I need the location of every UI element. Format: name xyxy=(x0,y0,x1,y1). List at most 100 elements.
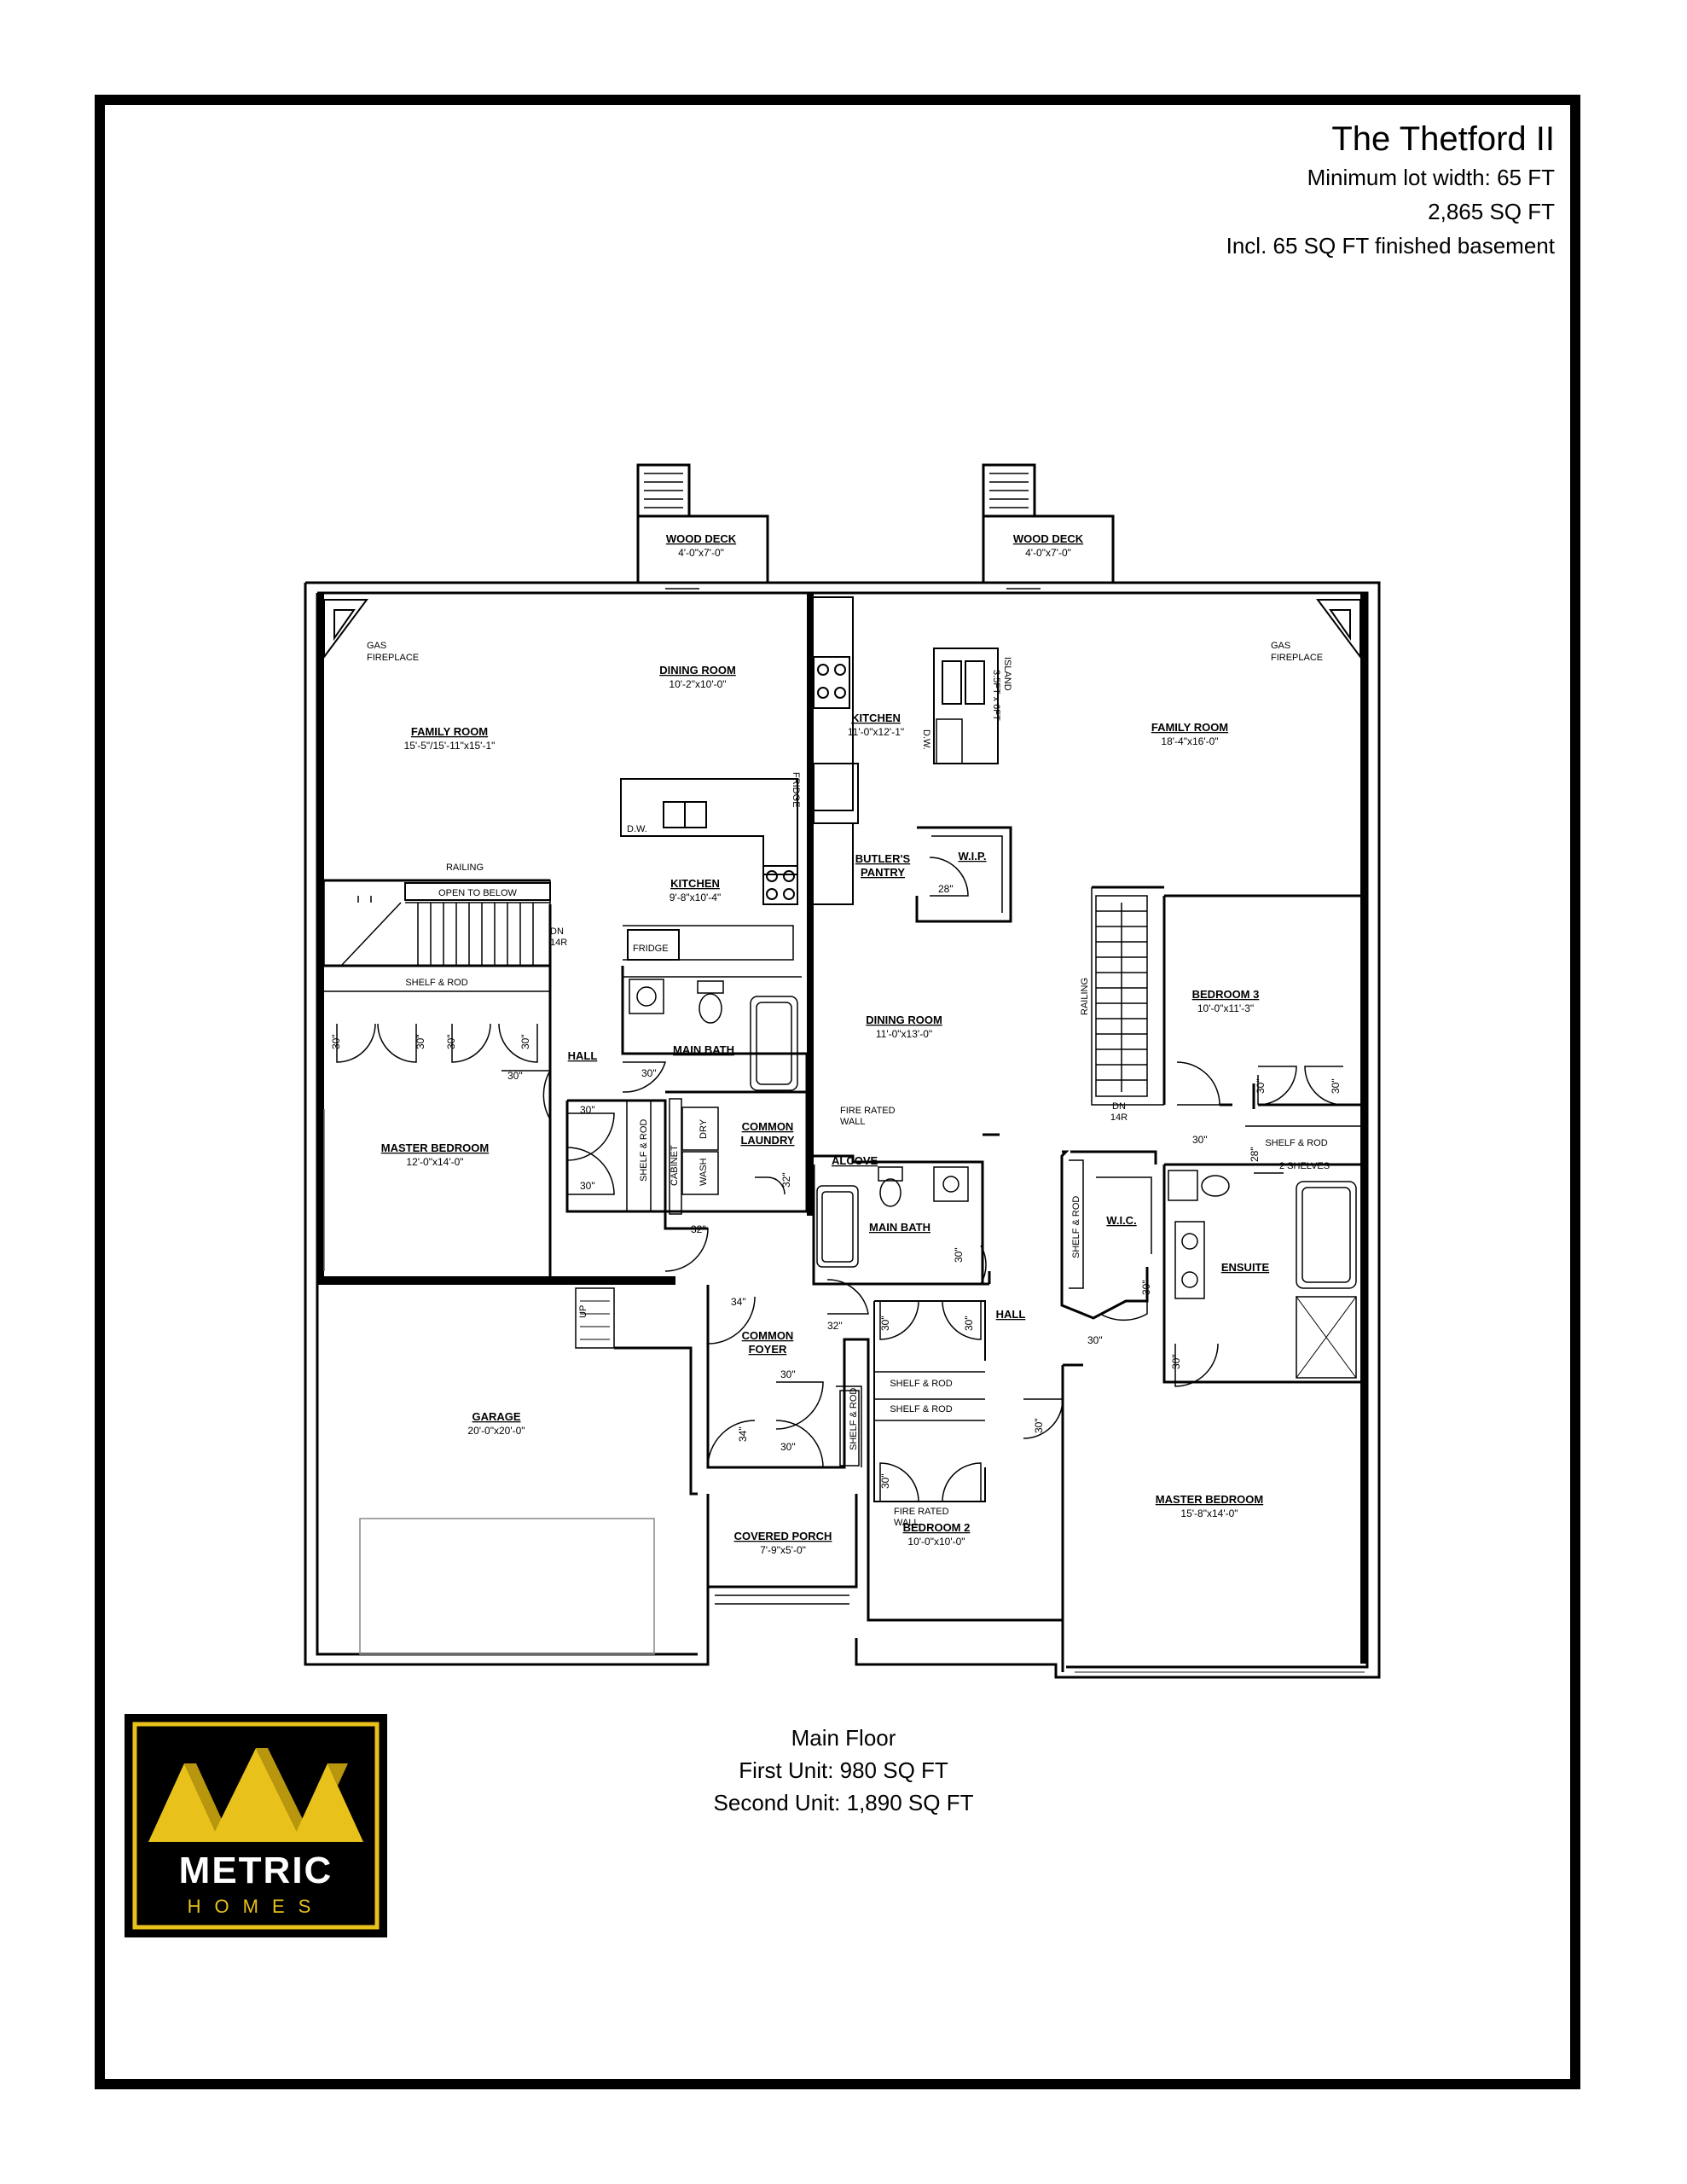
fire-wall-2-label: FIRE RATED xyxy=(894,1507,949,1517)
wic-name: W.I.C. xyxy=(1106,1214,1136,1227)
shelf-rod-left: SHELF & ROD xyxy=(405,978,467,988)
door-d9: 32" xyxy=(780,1172,792,1188)
door-d21: 30" xyxy=(1170,1354,1182,1369)
door-d25: 30" xyxy=(879,1473,891,1489)
shelf-rod-h1: SHELF & ROD xyxy=(890,1379,952,1389)
labels-right: FAMILY ROOM 18'-4"x16'-0" DINING ROOM 11… xyxy=(866,721,1263,1548)
shelf-rod-closet-left: SHELF & ROD xyxy=(639,1119,649,1182)
door-d7: 30" xyxy=(580,1180,595,1192)
main-bath-left-name: MAIN BATH xyxy=(673,1043,734,1056)
bed3-name: BEDROOM 3 xyxy=(1192,988,1260,1001)
bed2-name: BEDROOM 2 xyxy=(903,1521,971,1534)
foyer-label-2: FOYER xyxy=(749,1343,787,1356)
labels-left: DINING ROOM 10'-2"x10'-0" FAMILY ROOM 15… xyxy=(381,664,736,1168)
dining-right-name: DINING ROOM xyxy=(866,1014,942,1026)
railing-right: RAILING xyxy=(1080,978,1090,1015)
hall-left-name: HALL xyxy=(568,1049,598,1062)
door-d26: 30" xyxy=(641,1067,657,1079)
door-d22: 30" xyxy=(879,1316,891,1331)
island-dim: 3.5FT x 6FT xyxy=(991,670,1001,721)
door-d1: 30" xyxy=(330,1034,342,1049)
door-d6: 30" xyxy=(580,1104,595,1116)
walk-in-pantry: W.I.P. 28" BUTLER'S PANTRY xyxy=(855,826,1012,923)
wood-deck-left: WOOD DECK 4'-0"x7'-0" xyxy=(636,463,769,583)
railing-left: RAILING xyxy=(446,863,484,873)
main-bath-left: MAIN BATH xyxy=(629,979,798,1091)
butler-label-1: BUTLER'S xyxy=(855,852,911,865)
door-labels-left: 30" 30" 30" 30" 30" 30" 30" 32" 32" 30" xyxy=(330,1034,792,1235)
plan-header: The Thetford II Minimum lot width: 65 FT… xyxy=(1226,118,1555,263)
cabinet-label: CABINET xyxy=(670,1145,680,1186)
wip-name: W.I.P. xyxy=(959,850,987,863)
fireplace-right-label-2: FIREPLACE xyxy=(1271,653,1323,663)
shelf-rod-bed3: SHELF & ROD xyxy=(1265,1138,1327,1148)
door-d10: 34" xyxy=(731,1296,746,1308)
shelf-rod-h2: SHELF & ROD xyxy=(890,1404,952,1414)
door-d15: 28" xyxy=(938,883,954,895)
fridge-left: FRIDGE xyxy=(633,944,669,954)
door-d5b: 30" xyxy=(1087,1334,1103,1346)
window-marks xyxy=(323,588,1365,1673)
shelf-rod-foyer: SHELF & ROD xyxy=(849,1388,859,1450)
fireplace-left: GAS FIREPLACE xyxy=(323,599,419,663)
deck-left-dim: 4'-0"x7'-0" xyxy=(678,547,724,559)
laundry-label-1: COMMON xyxy=(742,1120,794,1133)
family-right-name: FAMILY ROOM xyxy=(1151,721,1228,734)
master-right-dim: 15'-8"x14'-0" xyxy=(1180,1507,1238,1519)
kitchen-right-dim: 11'-0"x12'-1" xyxy=(848,726,904,738)
risers-right: 14R xyxy=(1110,1112,1128,1123)
unit2-area: Second Unit: 1,890 SQ FT xyxy=(713,1790,974,1815)
door-d17: 30" xyxy=(1255,1078,1267,1094)
deck-right-name: WOOD DECK xyxy=(1013,532,1084,545)
deck-right-dim: 4'-0"x7'-0" xyxy=(1025,547,1071,559)
open-to-below: OPEN TO BELOW xyxy=(438,888,518,898)
kitchen-left-name: KITCHEN xyxy=(670,877,720,890)
family-left-name: FAMILY ROOM xyxy=(411,725,488,738)
main-bath-right-name: MAIN BATH xyxy=(869,1221,930,1234)
bedroom3-closet: SHELF & ROD 30" 30" 30" xyxy=(1176,1061,1344,1148)
garage-dim: 20'-0"x20'-0" xyxy=(467,1425,525,1437)
kitchen-left-dim: 9'-8"x10'-4" xyxy=(670,892,721,903)
door-d11: 32" xyxy=(827,1320,843,1332)
stair-left: OPEN TO BELOW RAILING DN 14R SHELF & ROD xyxy=(323,863,567,988)
common-laundry: CABINET DRY WASH COMMON LAUNDRY xyxy=(669,1098,795,1215)
basement-note: Incl. 65 SQ FT finished basement xyxy=(1226,233,1555,258)
logo-word-homes: HOMES xyxy=(188,1896,325,1917)
door-d19: 30" xyxy=(953,1247,965,1263)
dishwasher-right: D.W. xyxy=(921,729,931,750)
kitchen-left: D.W. FRIDGE KITCHEN 9'-8"x10'-4" xyxy=(620,778,798,961)
door-d14: 30" xyxy=(780,1441,796,1453)
foyer-label-1: COMMON xyxy=(742,1329,794,1342)
wall-fill xyxy=(317,593,1367,1664)
kitchen-right-name: KITCHEN xyxy=(851,712,901,724)
kitchen-right: FRIDGE D.W. ISLAND 3.5FT x 6FT KITCHEN 1… xyxy=(791,596,1012,905)
floor-name: Main Floor xyxy=(791,1725,896,1751)
unit1-area: First Unit: 980 SQ FT xyxy=(739,1757,948,1783)
door-d23: 30" xyxy=(963,1316,975,1331)
risers-left: 14R xyxy=(550,938,567,948)
fireplace-right-label: GAS xyxy=(1271,641,1290,651)
dining-right-dim: 11'-0"x13'-0" xyxy=(876,1028,932,1040)
dn-left: DN xyxy=(550,926,564,937)
island-label: ISLAND xyxy=(1002,657,1012,691)
bedroom2-closets: SHELF & ROD SHELF & ROD 30" 30" 30" 30" … xyxy=(874,1300,1103,1502)
deck-left-name: WOOD DECK xyxy=(666,532,737,545)
door-d20: 30" xyxy=(1140,1280,1152,1295)
hall-right-name: HALL xyxy=(996,1308,1026,1321)
stair-right: RAILING DN 14R xyxy=(1080,895,1148,1123)
dishwasher-left: D.W. xyxy=(627,824,647,834)
fireplace-right: GAS FIREPLACE xyxy=(1271,599,1361,663)
door-d4: 30" xyxy=(519,1034,531,1049)
fire-wall-1-label-2: WALL xyxy=(840,1117,866,1127)
lot-width: Minimum lot width: 65 FT xyxy=(1307,165,1555,190)
master-left-dim: 12'-0"x14'-0" xyxy=(406,1156,463,1168)
door-d24: 28" xyxy=(1249,1147,1261,1162)
dryer-label: DRY xyxy=(699,1118,709,1139)
door-d13: 34" xyxy=(737,1426,749,1442)
garage-name: GARAGE xyxy=(472,1410,520,1423)
butler-label-2: PANTRY xyxy=(861,866,905,879)
fire-rated-wall-1: FIRE RATED WALL xyxy=(840,1106,896,1127)
doors-left xyxy=(336,1023,786,1272)
door-d26b: 30" xyxy=(1033,1418,1045,1433)
